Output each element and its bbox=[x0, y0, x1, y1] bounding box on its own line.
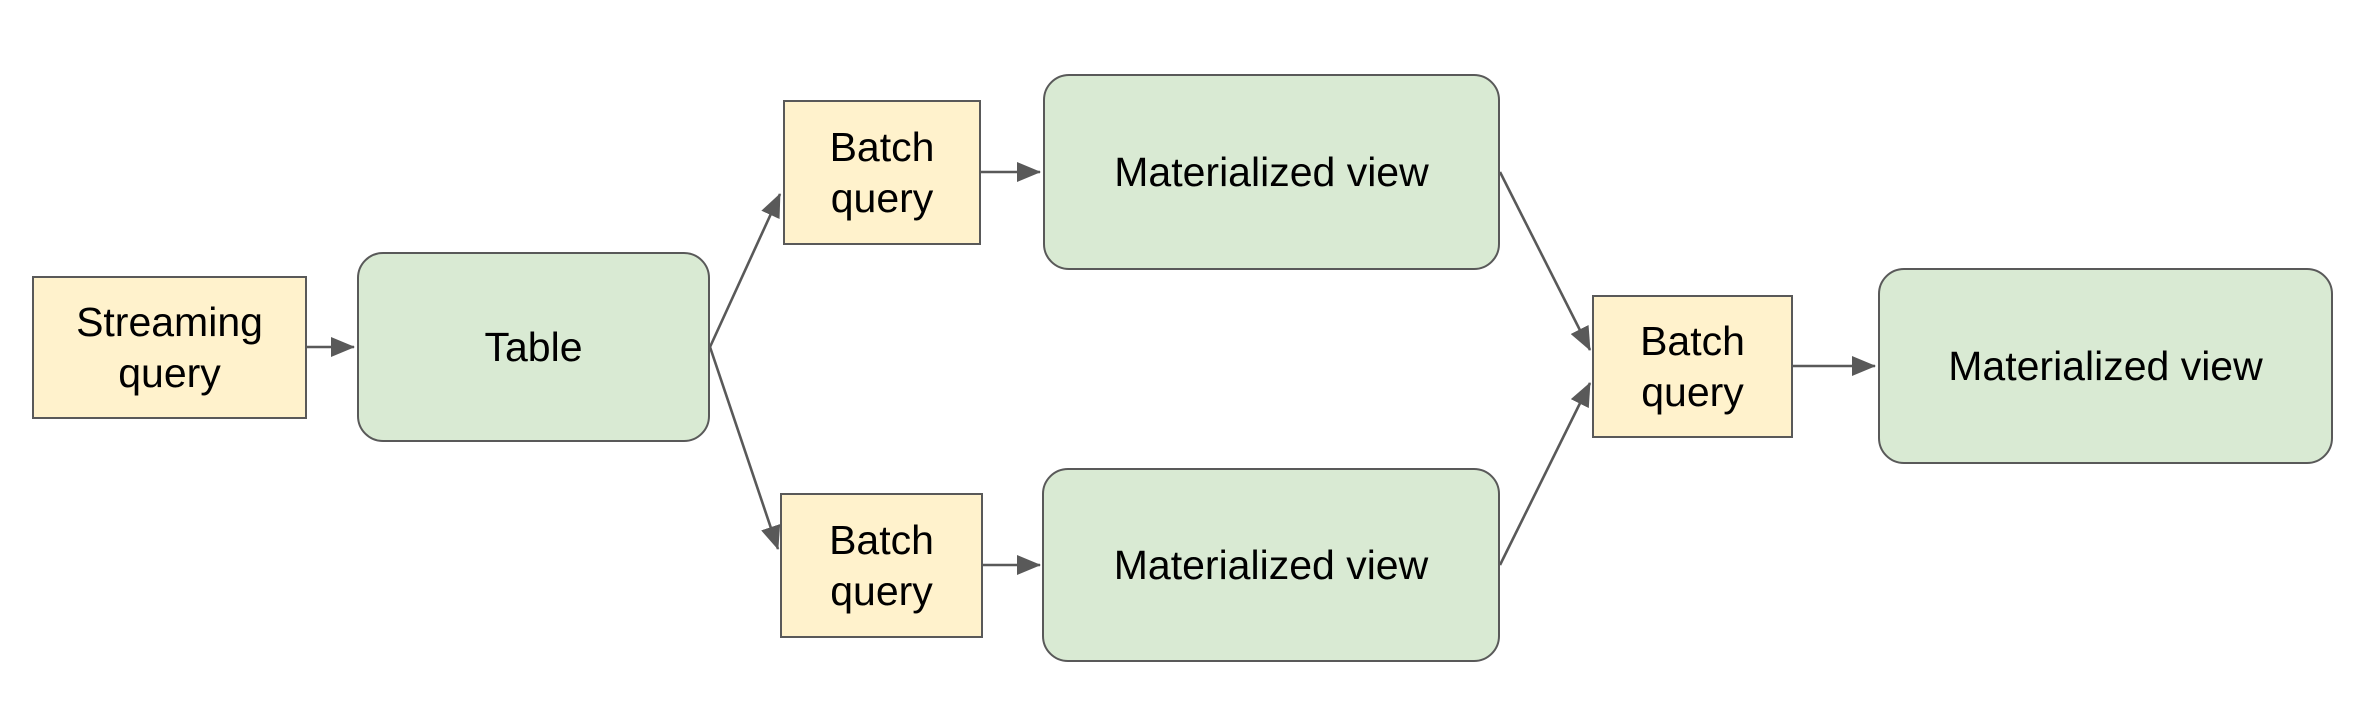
node-materialized-view-bottom: Materialized view bbox=[1042, 468, 1500, 662]
edge-materialized-view-bottom-to-batch-query-right bbox=[1498, 382, 1592, 566]
edge-materialized-view-top-to-batch-query-right bbox=[1498, 171, 1592, 351]
node-materialized-view-right: Materialized view bbox=[1878, 268, 2333, 464]
edge-table-to-batch-query-bottom bbox=[708, 346, 781, 550]
node-streaming-query: Streaming query bbox=[32, 276, 307, 419]
node-table-label: Table bbox=[484, 323, 583, 370]
node-materialized-view-bottom-label: Materialized view bbox=[1113, 541, 1429, 588]
node-batch-query-top: Batch query bbox=[783, 100, 981, 245]
node-batch-query-bottom-label: Batch query bbox=[829, 517, 934, 614]
node-table: Table bbox=[357, 252, 710, 442]
node-materialized-view-right-label: Materialized view bbox=[1948, 342, 2263, 389]
node-batch-query-right: Batch query bbox=[1592, 295, 1793, 438]
node-materialized-view-top: Materialized view bbox=[1043, 74, 1500, 270]
node-batch-query-top-label: Batch query bbox=[829, 124, 935, 221]
node-streaming-query-label: Streaming query bbox=[76, 299, 263, 396]
edge-table-to-batch-query-top bbox=[708, 193, 782, 348]
node-materialized-view-top-label: Materialized view bbox=[1114, 148, 1429, 195]
node-batch-query-bottom: Batch query bbox=[780, 493, 983, 638]
node-batch-query-right-label: Batch query bbox=[1640, 318, 1745, 415]
